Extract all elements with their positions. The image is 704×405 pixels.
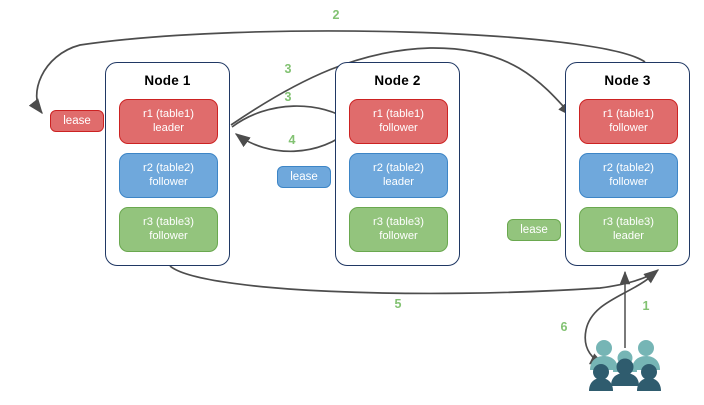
node-title-2: Node 2: [374, 73, 421, 88]
edge-label-3-upper: 3: [284, 62, 292, 76]
replica-role: leader: [152, 121, 185, 134]
lease-badge-blue[interactable]: lease: [277, 166, 331, 188]
edge-label-4: 4: [288, 133, 296, 147]
replica-n2-r3[interactable]: r3 (table3) follower: [349, 207, 448, 252]
replica-name: r3 (table3): [143, 216, 194, 228]
edge-label-2: 2: [332, 8, 340, 22]
replica-role: follower: [609, 121, 648, 134]
edge-5-path: [169, 265, 660, 295]
replica-role: follower: [149, 175, 188, 188]
replica-role: leader: [382, 175, 415, 188]
replica-n1-r3[interactable]: r3 (table3) follower: [119, 207, 218, 252]
replica-role: leader: [612, 229, 645, 242]
node-box-1[interactable]: Node 1 r1 (table1) leader r2 (table2) fo…: [105, 62, 230, 266]
replica-name: r1 (table1): [143, 108, 194, 120]
replica-name: r2 (table2): [603, 162, 654, 174]
node-title-1: Node 1: [144, 73, 191, 88]
edge-3-lower-path: [231, 105, 354, 128]
replica-role: follower: [379, 229, 418, 242]
users-group-icon: [589, 340, 661, 391]
lease-badge-green[interactable]: lease: [507, 219, 561, 241]
replica-name: r3 (table3): [603, 216, 654, 228]
node-title-3: Node 3: [604, 73, 651, 88]
replica-n1-r1[interactable]: r1 (table1) leader: [119, 99, 218, 144]
replica-role: follower: [609, 175, 648, 188]
edge-label-1: 1: [642, 299, 650, 313]
replica-name: r2 (table2): [143, 162, 194, 174]
replica-name: r1 (table1): [603, 108, 654, 120]
node-box-2[interactable]: Node 2 r1 (table1) follower r2 (table2) …: [335, 62, 460, 266]
replica-name: r2 (table2): [373, 162, 424, 174]
edge-label-5: 5: [394, 297, 402, 311]
replica-name: r1 (table1): [373, 108, 424, 120]
lease-badge-red[interactable]: lease: [50, 110, 104, 132]
node-box-3[interactable]: Node 3 r1 (table1) follower r2 (table2) …: [565, 62, 690, 266]
replica-n2-r1[interactable]: r1 (table1) follower: [349, 99, 448, 144]
edge-label-6: 6: [560, 320, 568, 334]
replica-n3-r3[interactable]: r3 (table3) leader: [579, 207, 678, 252]
replica-role: follower: [149, 229, 188, 242]
replica-role: follower: [379, 121, 418, 134]
replica-n3-r1[interactable]: r1 (table1) follower: [579, 99, 678, 144]
replica-n2-r2[interactable]: r2 (table2) leader: [349, 153, 448, 198]
replica-n1-r2[interactable]: r2 (table2) follower: [119, 153, 218, 198]
replica-n3-r2[interactable]: r2 (table2) follower: [579, 153, 678, 198]
edge-label-3-lower: 3: [284, 90, 292, 104]
replica-name: r3 (table3): [373, 216, 424, 228]
